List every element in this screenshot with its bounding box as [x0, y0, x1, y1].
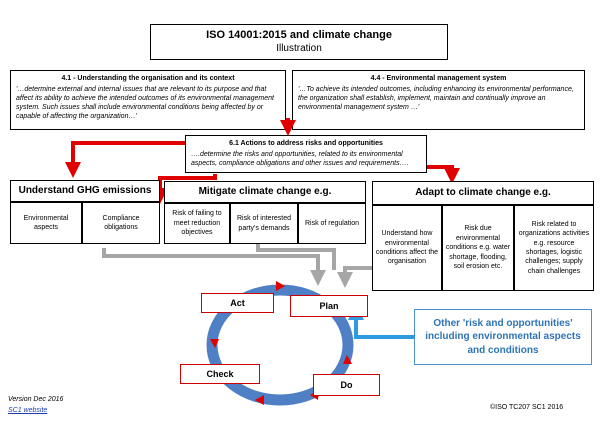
- clause-4-4-box: 4.4 - Environmental management system '……: [292, 70, 585, 130]
- sc1-website-link[interactable]: SC1 website: [8, 407, 48, 414]
- red-arrow-mitigate: [152, 174, 217, 204]
- mitigate-cell-regulation: Risk of regulation: [298, 203, 366, 244]
- version-text: Version Dec 2016: [8, 396, 64, 403]
- ghg-cell-compliance: Compliance obligations: [82, 202, 160, 244]
- cycle-check-label: Check: [180, 364, 260, 384]
- clause-4-4-heading: 4.4 - Environmental management system: [370, 75, 507, 82]
- grey-arrow-mitigate: [256, 244, 336, 270]
- title-box: ISO 14001:2015 and climate change Illust…: [150, 24, 448, 60]
- adapt-cell-environmental-risk: Risk due environmental conditions e.g. w…: [442, 205, 514, 291]
- adapt-cell-understand: Understand how environmental conditions …: [372, 205, 442, 291]
- mitigate-cell-interested-party: Risk of interested party's demands: [230, 203, 298, 244]
- diagram-subtitle: Illustration: [276, 43, 322, 54]
- blue-arrow-other: [348, 304, 414, 339]
- adapt-cell-activities-risk: Risk related to organizations activities…: [514, 205, 594, 291]
- clause-4-1-box: 4.1 - Understanding the organisation and…: [10, 70, 286, 130]
- cycle-act-label: Act: [201, 293, 274, 313]
- grey-arrow-adapt: [337, 266, 372, 288]
- copyright-text: ©ISO TC207 SC1 2016: [490, 404, 564, 411]
- clause-4-1-text: '…determine external and internal issues…: [16, 86, 274, 121]
- cycle-do-label: Do: [313, 374, 380, 396]
- adapt-header-box: Adapt to climate change e.g.: [372, 181, 594, 205]
- pdca-ring: [206, 284, 354, 406]
- diagram-title: ISO 14001:2015 and climate change: [206, 29, 392, 41]
- ghg-header: Understand GHG emissions: [18, 185, 152, 196]
- mitigate-cell-objectives: Risk of failing to meet reduction object…: [164, 203, 230, 244]
- cycle-plan-label: Plan: [290, 295, 368, 317]
- ghg-cell-aspects: Environmental aspects: [10, 202, 82, 244]
- ghg-header-box: Understand GHG emissions: [10, 180, 160, 202]
- clause-6-1-heading: 6.1 Actions to address risks and opportu…: [229, 140, 383, 147]
- clause-6-1-text: ….determine the risks and opportunities,…: [191, 151, 409, 168]
- clause-4-1-heading: 4.1 - Understanding the organisation and…: [61, 75, 235, 82]
- red-arrow-ghg: [65, 141, 185, 178]
- mitigate-header: Mitigate climate change e.g.: [198, 186, 332, 197]
- clause-6-1-box: 6.1 Actions to address risks and opportu…: [185, 135, 427, 173]
- grey-arrow-ghg: [102, 248, 326, 286]
- clause-4-4-text: '…To achieve its intended outcomes, incl…: [298, 86, 574, 112]
- other-risks-box: Other 'risk and opportunities' including…: [414, 309, 592, 365]
- mitigate-header-box: Mitigate climate change e.g.: [164, 181, 366, 203]
- red-arrow-adapt: [427, 165, 460, 184]
- adapt-header: Adapt to climate change e.g.: [415, 187, 551, 198]
